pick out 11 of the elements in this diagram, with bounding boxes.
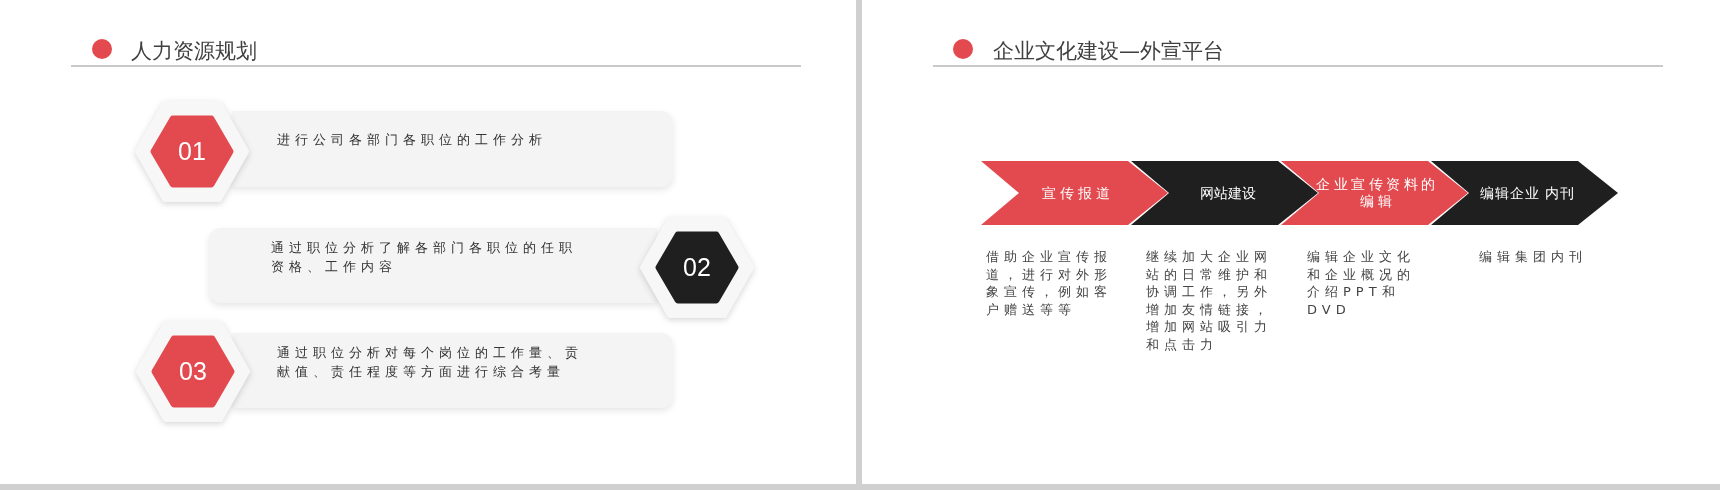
description-text: 编辑集团内刊 (1479, 248, 1588, 266)
text-card: 通过职位分析了解各部门各职位的任职资格、工作内容 (209, 228, 657, 303)
description-text: 编辑企业文化和企业概况的介绍PPT和DVD (1307, 248, 1416, 318)
section-title: 人力资源规划 (131, 38, 257, 64)
text-card: 通过职位分析对每个岗位的工作量、贡献值、责任程度等方面进行综合考量 (233, 333, 673, 408)
section-title: 企业文化建设—外宣平台 (993, 38, 1224, 64)
text-card: 进行公司各部门各职位的工作分析 (232, 111, 673, 187)
chevron-step: 企业宣传资料的编辑 (1281, 161, 1468, 225)
chevron-step: 宣传报道 (981, 161, 1168, 225)
description-text: 借助企业宣传报道，进行对外形象宣传，例如客户赠送等等 (986, 248, 1113, 318)
description-text: 继续加大企业网站的日常维护和协调工作，另外增加友情链接，增加网站吸引力和点击力 (1146, 248, 1273, 353)
